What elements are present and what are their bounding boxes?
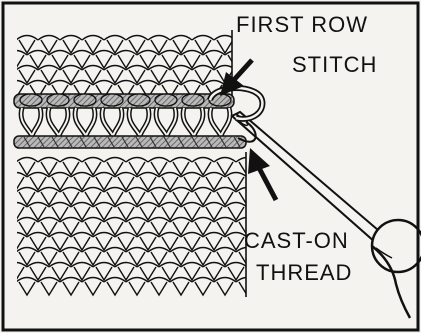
first-row-stitch <box>183 108 203 136</box>
knit-stitch <box>104 278 126 296</box>
cast-on-label: CAST-ON <box>244 230 349 252</box>
first-row-stitch <box>48 108 68 136</box>
first-row-stitch <box>210 108 230 136</box>
cast-on-thread <box>14 136 246 148</box>
first-row-stitch <box>75 108 95 136</box>
knit-stitch <box>170 278 192 296</box>
knit-stitch <box>192 278 214 296</box>
first-row-label: FIRST ROW <box>236 14 368 36</box>
first-row-stitch <box>21 108 41 136</box>
first-row-stitch <box>102 108 122 136</box>
knit-stitch <box>82 278 104 296</box>
knit-stitch <box>148 278 170 296</box>
knit-stitch <box>60 278 82 296</box>
knit-stitch <box>16 278 38 296</box>
first-row-stitches <box>14 94 234 136</box>
knit-stitch <box>38 278 60 296</box>
first-row-stitch <box>129 108 149 136</box>
knit-stitch <box>126 278 148 296</box>
first-row-stitch <box>156 108 176 136</box>
knit-stitch <box>214 278 236 296</box>
thread-label: THREAD <box>256 262 352 284</box>
stitch-label: STITCH <box>292 54 377 76</box>
